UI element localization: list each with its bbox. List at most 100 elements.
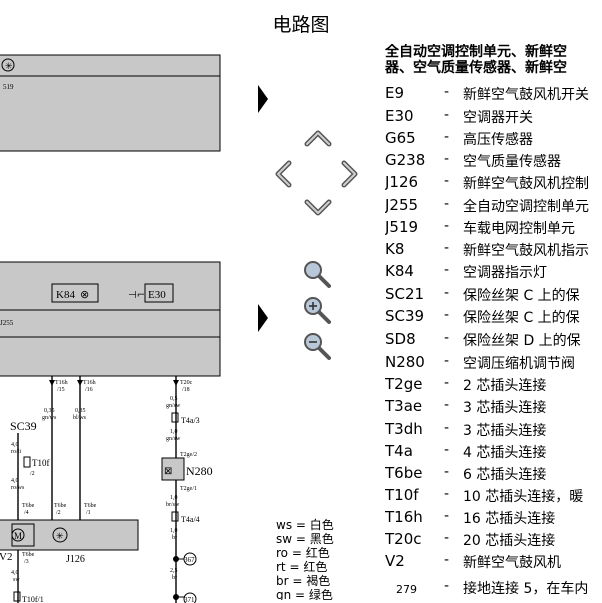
svg-text:T2ge/2: T2ge/2 [180,452,197,458]
legend-dash: - [444,552,450,568]
legend-description: 保险丝架 C 上的保 [463,288,580,304]
sc39-label: SC39 [10,419,37,433]
legend-description: 16 芯插头连接 [463,511,556,527]
svg-text:gn/sw: gn/sw [166,403,181,409]
pan-left-icon[interactable] [273,160,293,188]
legend-code: K84 [385,262,414,280]
legend-dash: - [444,420,450,436]
svg-text:gn/sw: gn/sw [166,436,181,442]
svg-text:ro/ws: ro/ws [11,485,25,491]
blower-motor-icon [11,528,25,542]
legend-row: K8 -新鲜空气鼓风机指示 [385,240,602,262]
legend-description: 空调器开关 [463,110,533,126]
legend-code: K8 [385,240,405,258]
legend-description: 3 芯插头连接 [463,400,547,416]
svg-text:/16: /16 [85,387,93,393]
legend-dash: - [444,486,450,502]
legend-description: 10 芯插头连接，暖 [463,489,584,505]
svg-text:✳: ✳ [56,532,64,542]
svg-text:T6be: T6be [54,503,67,509]
legend-row: G238-空气质量传感器 [385,151,602,173]
legend-row: SD8-保险丝架 D 上的保 [385,330,602,352]
e30-label: E30 [148,289,166,301]
svg-text:T16h: T16h [55,380,68,386]
legend-code: J519 [385,218,419,236]
pan-right-icon[interactable] [340,160,360,188]
page-forward-icon[interactable] [256,303,270,333]
legend-code: N280 [385,353,425,371]
svg-text:T20c: T20c [180,380,193,386]
legend-code: SC21 [385,285,425,303]
legend-dash: - [444,173,450,189]
legend-dash: - [444,578,450,594]
svg-text:0,35: 0,35 [75,408,86,414]
zoom-in-icon[interactable] [302,295,332,325]
e30-switch-icon: ⊣⌐ [128,290,145,301]
legend-dash: - [444,397,450,413]
legend-code: T3dh [385,420,423,438]
j255-label: J255 [0,319,14,327]
legend-code: G65 [385,129,416,147]
legend-description: 保险丝架 D 上的保 [463,333,581,349]
legend-code: SD8 [385,330,416,348]
legend-code: T2ge [385,375,423,393]
svg-text:2,5: 2,5 [170,568,178,574]
legend-description: 新鲜空气鼓风机 [463,555,561,571]
legend-description: 20 芯插头连接 [463,533,556,549]
legend-dash: - [444,464,450,480]
legend-row: J255-全自动空调控制单元 [385,196,602,218]
legend-row: K84 -空调器指示灯 [385,262,602,284]
zoom-out-icon[interactable] [302,331,332,361]
svg-text:T4a/3: T4a/3 [181,416,200,425]
legend-description: 2 芯插头连接 [463,378,547,394]
legend-description: 新鲜空气鼓风机控制 [463,176,589,192]
legend-dash: - [444,285,450,301]
legend-description: 车载电网控制单元 [463,221,575,237]
color-abbreviation: ws = 白色 [276,518,334,532]
legend-description: 新鲜空气鼓风机指示 [463,243,589,259]
legend-description: 空调压缩机调节阀 [463,356,575,372]
j126-label: J126 [66,554,85,565]
legend-dash: - [444,129,450,145]
svg-text:sw: sw [13,577,20,583]
color-abbreviation: sw = 黑色 [276,532,334,546]
zoom-fit-icon[interactable] [302,259,332,289]
legend-row: T10f -10 芯插头连接，暖 [385,486,602,508]
k84-indicator [51,283,99,303]
legend-dash: - [444,375,450,391]
legend-dash: - [444,107,450,123]
pan-down-icon[interactable] [304,198,332,218]
svg-text:T10f/1: T10f/1 [22,595,44,603]
n280-label: N280 [186,464,213,478]
svg-text:⊠: ⊠ [164,466,172,477]
legend-row: SC21 -保险丝架 C 上的保 [385,285,602,307]
svg-text:T2ge/1: T2ge/1 [180,486,197,492]
legend-row: V2-新鲜空气鼓风机 [385,552,602,574]
color-abbreviation: rt = 红色 [276,560,328,574]
svg-text:4,0: 4,0 [11,570,19,576]
legend-row: T3ae-3 芯插头连接 [385,397,602,419]
legend-dash: - [444,240,450,256]
j519-label: 519 [3,83,14,91]
legend-description: 空气质量传感器 [463,154,561,170]
legend-code: G238 [385,151,426,169]
legend-row: T4a-4 芯插头连接 [385,442,602,464]
legend-description: 保险丝架 C 上的保 [463,310,580,326]
connector-371: 371 [184,596,195,603]
legend-dash: - [444,218,450,234]
ground-symbol-icon [1,58,15,72]
svg-text:/2: /2 [56,510,61,516]
j519-block [0,54,221,152]
legend-code: E9 [385,84,405,102]
page-forward-icon[interactable] [256,84,270,114]
j255-block [0,261,221,377]
legend-description: 空调器指示灯 [463,265,547,281]
legend-dash: - [444,196,450,212]
legend-code: 279 [396,583,417,596]
svg-text:/1: /1 [86,510,91,516]
legend-code: T10f [385,486,419,504]
legend-heading: 全自动空调控制单元、新鲜空 器、空气质量传感器、新鲜空 [385,44,567,76]
legend-dash: - [444,262,450,278]
pan-up-icon[interactable] [304,128,332,148]
